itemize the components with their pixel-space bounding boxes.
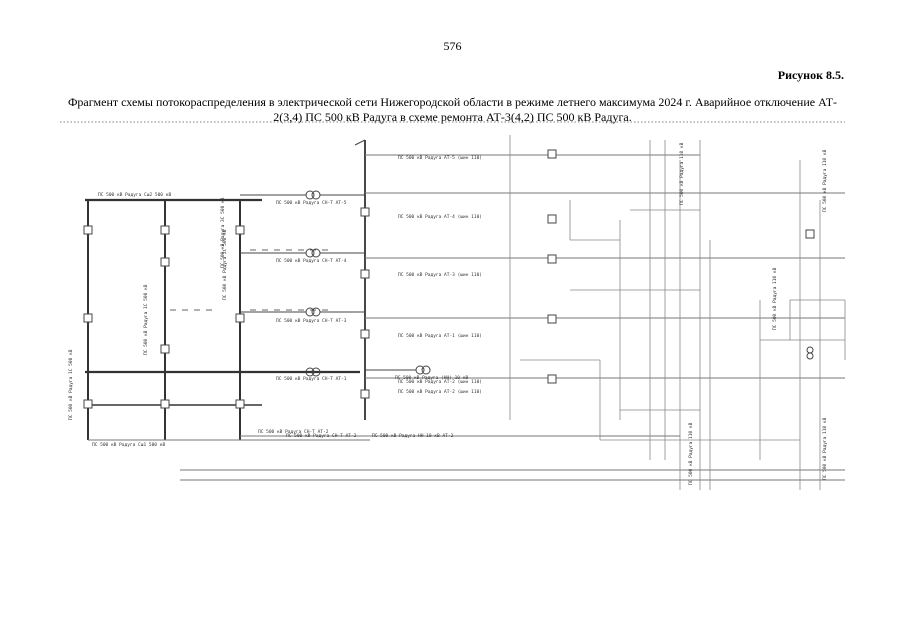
- feeders: [88, 154, 845, 481]
- caption-line-2: 2(3,4) ПС 500 кВ Радуга в схеме ремонта …: [273, 110, 632, 124]
- figure-label: Рисунок 8.5.: [777, 68, 844, 82]
- vbus-2-label: ПС 500 кВ Радуга 2С 500 кВ: [222, 229, 228, 300]
- right-1-label: ПС 500 кВ Радуга 110 кВ: [679, 142, 685, 205]
- switch: [547, 314, 557, 324]
- right-4-label: ПС 500 кВ Радуга 110 кВ: [688, 422, 694, 485]
- ps-mid-label: ПС 500 кВ Радуга (НН) 10 кВ: [395, 375, 468, 381]
- out-3-label: ПС 500 кВ Радуга АТ-3 (шин 110): [398, 272, 482, 278]
- vbus-3-label: ПС 500 кВ Радуга 3С 500 кВ: [220, 197, 226, 268]
- at-bottom-label: ПС 500 кВ Радуга СН-Т АТ-2: [258, 429, 329, 435]
- out-6-label: ПС 500 кВ Радуга АТ-2 (шин 110): [398, 379, 482, 385]
- switch: [360, 207, 370, 217]
- switch: [83, 225, 93, 235]
- caption-line-1: Фрагмент схемы потокораспределения в эле…: [67, 95, 838, 109]
- switch: [547, 254, 557, 264]
- right-3-label: ПС 500 кВ Радуга 110 кВ: [822, 149, 828, 212]
- bus-top-label: ПС 500 кВ Радуга Сш2 500 кВ: [98, 192, 171, 198]
- out-2-label: ПС 500 кВ Радуга АТ-4 (шин 110): [398, 214, 482, 220]
- switch: [160, 257, 170, 267]
- right-5-label: ПС 500 кВ Радуга 110 кВ: [822, 417, 828, 480]
- switch: [83, 313, 93, 323]
- switch: [360, 269, 370, 279]
- vertical-connectors: [509, 135, 846, 490]
- switch: [547, 214, 557, 224]
- page-number: 576: [443, 39, 462, 53]
- switch: [805, 229, 815, 239]
- dashed-feeders: [170, 249, 330, 311]
- transformer-icon: [305, 367, 315, 377]
- switch: [547, 149, 557, 159]
- switch: [235, 313, 245, 323]
- at1-label: ПС 500 кВ Радуга СН-Т АТ-1: [276, 376, 347, 382]
- at5-label: ПС 500 кВ Радуга СН-Т АТ-5: [276, 200, 347, 206]
- bus-bottom-label: ПС 500 кВ Радуга Сш1 500 кВ: [92, 442, 165, 448]
- switch: [360, 329, 370, 339]
- out-5-label: ПС 500 кВ Радуга АТ-2 (шин 110): [398, 389, 482, 395]
- switch: [547, 374, 557, 384]
- switch: [160, 225, 170, 235]
- at3-label: ПС 500 кВ Радуга СН-Т АТ-3: [276, 318, 347, 324]
- transformers: [305, 190, 814, 377]
- vbus-1-label: ПС 500 кВ Радуга 1С 500 кВ: [143, 284, 149, 355]
- transformer-icon: [806, 346, 814, 354]
- vbus-left-label: ПС 500 кВ Радуга 1С 500 кВ: [68, 349, 74, 420]
- right-2-label: ПС 500 кВ Радуга 110 кВ: [772, 267, 778, 330]
- at4-label: ПС 500 кВ Радуга СН-Т АТ-4: [276, 258, 347, 264]
- switch: [160, 344, 170, 354]
- out-1-label: ПС 500 кВ Радуга АТ-5 (шин 110): [398, 155, 482, 161]
- switch: [83, 399, 93, 409]
- at2-label: ПС 500 кВ Радуга СН-Т АТ-2: [286, 433, 357, 439]
- switches: [83, 149, 815, 409]
- lv-bottom-label: ПС 500 кВ Радуга НН 10 кВ АТ-2: [372, 433, 454, 439]
- switch: [235, 225, 245, 235]
- switch: [235, 399, 245, 409]
- switch: [360, 389, 370, 399]
- switch: [160, 399, 170, 409]
- out-4-label: ПС 500 кВ Радуга АТ-1 (шин 110): [398, 333, 482, 339]
- figure-caption: Фрагмент схемы потокораспределения в эле…: [60, 95, 845, 125]
